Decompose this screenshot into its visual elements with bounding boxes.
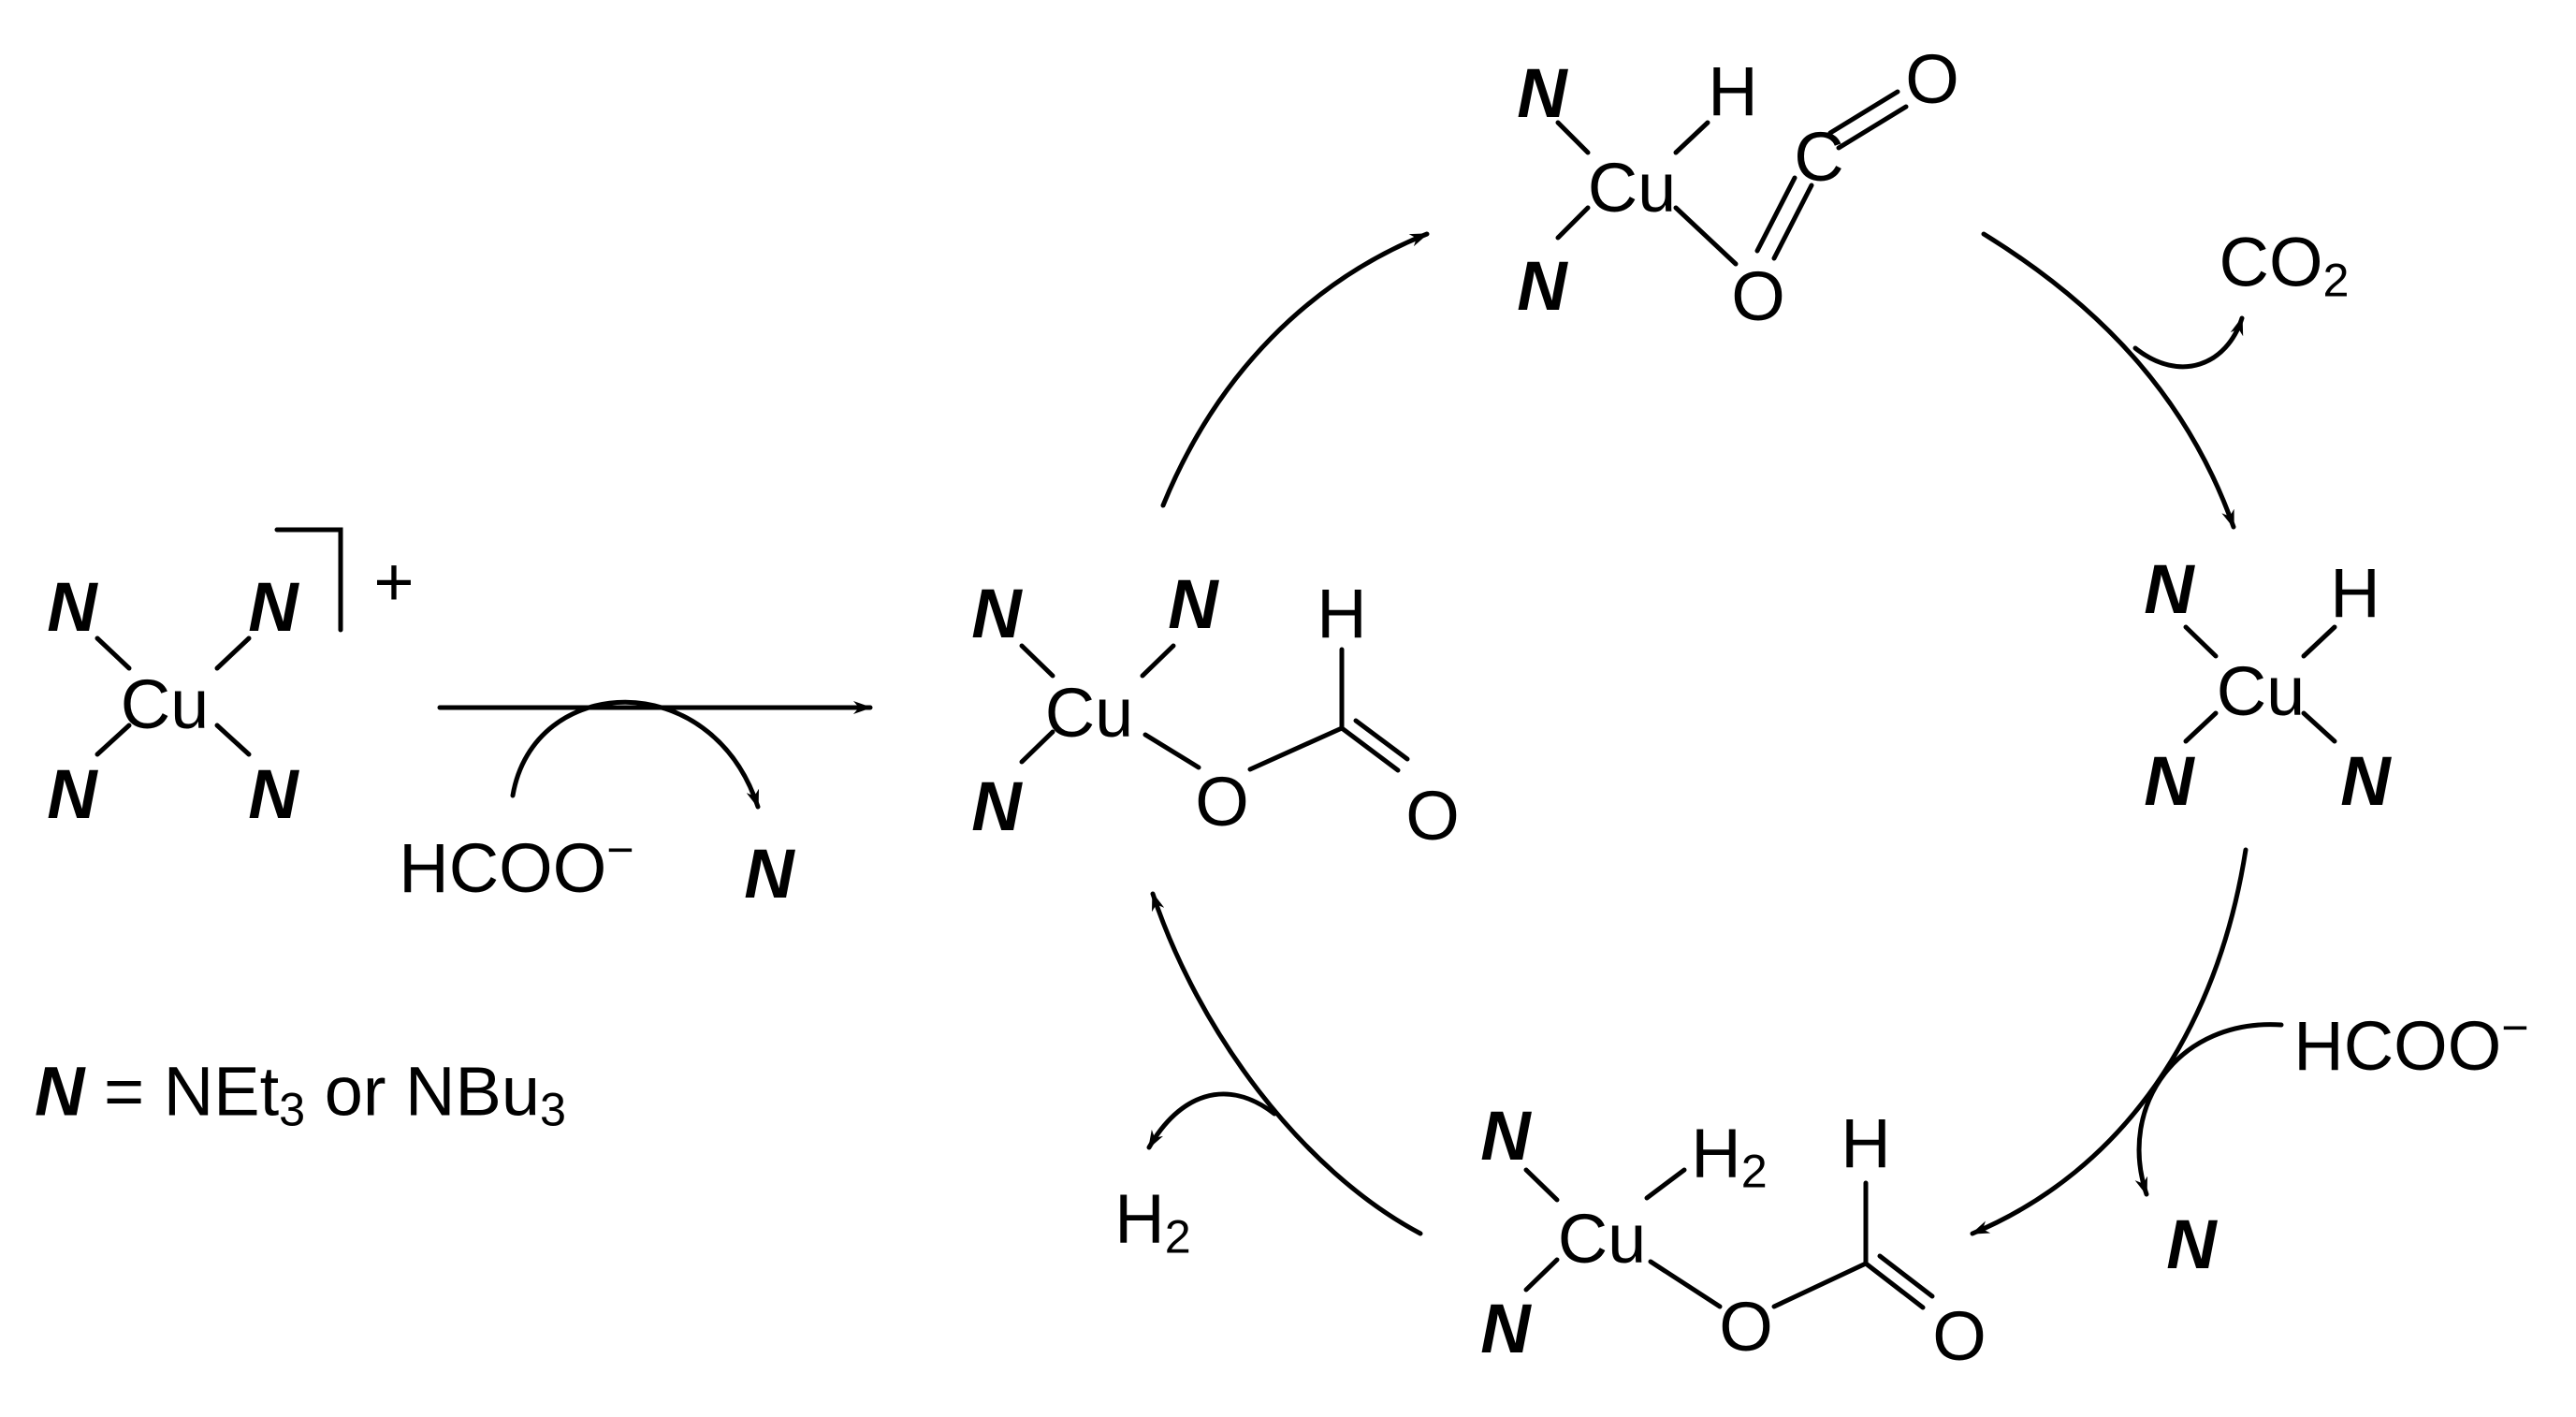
bond [1523,1257,1560,1293]
co2-release-curve-arrow [2132,315,2245,370]
bond [1019,729,1055,765]
bond [1140,643,1176,679]
bond [1673,120,1710,155]
copper-label: Cu [2216,652,2306,730]
hydrogen-label: H [2330,554,2380,632]
ligand-n-label: N [47,568,97,646]
released-n-label: N [2166,1205,2217,1283]
formate-uptake-curve-arrow [2134,1022,2284,1197]
ligand-n-label: N [971,767,1022,845]
bond [2301,710,2337,744]
hydrogen-label: H [1317,575,1367,652]
bond [1863,1261,1926,1310]
ligand-n-label: N [248,568,298,646]
released-n-label: N [744,835,794,913]
ligand-n-label: N [2340,742,2391,820]
oxygen-label: O [1719,1288,1773,1366]
bond [214,723,252,757]
oxygen-label: O [1905,40,1959,118]
bond [1648,1259,1723,1309]
bond [95,723,132,757]
copper-label: Cu [1557,1200,1647,1278]
h2-product-label: H2 [1114,1179,1191,1264]
bond [1771,1261,1869,1309]
bond [1555,120,1591,155]
bond [1353,718,1410,762]
ligand-n-label: N [971,575,1022,652]
hydrogen-label: H [1841,1104,1891,1182]
bond [1523,1167,1560,1203]
formate-in-curve-arrow [510,699,761,810]
ligand-legend: N = NEt3 or NBu3 [35,1052,566,1136]
ligand-n-label: N [2144,742,2194,820]
bond [1877,1253,1935,1299]
oxygen-label: O [1405,777,1460,855]
ligand-n-label: N [47,755,97,833]
charge-label: + [373,543,415,621]
ligand-n-label: N [1517,247,1567,325]
ligand-n-label: N [1480,1097,1531,1175]
bond [95,635,132,671]
bond [1339,725,1401,773]
bond [1836,104,1909,151]
dihydrogen-ligand-label: H2 [1691,1114,1768,1198]
hydrogen-label: H [1708,52,1758,130]
ligand-n-label: N [248,755,298,833]
ligand-n-label: N [2144,550,2194,628]
bond [1754,175,1797,254]
charge-bracket [274,527,343,633]
oxygen-label: O [1731,257,1785,335]
ligand-n-label: N [1168,565,1218,643]
oxygen-label: O [1195,763,1249,840]
carbon-label: C [1794,118,1844,196]
bond [1673,205,1739,267]
cycle-arrow-top-right [1981,231,2236,530]
copper-label: Cu [1044,674,1134,752]
bond [2183,710,2219,744]
cycle-arrow-bottom-left [1150,891,1423,1236]
bond [2301,624,2337,659]
bond [1771,183,1814,261]
formate-reagent-label: HCOO− [2293,1001,2529,1085]
cycle-arrow-top-left [1160,231,1430,508]
bond [1644,1167,1687,1201]
bond [1019,643,1055,679]
bond [1142,732,1201,770]
copper-label: Cu [120,665,210,743]
bond [2183,624,2219,659]
bond [1247,725,1345,772]
ligand-n-label: N [1517,54,1567,132]
oxygen-label: O [1932,1297,1987,1375]
bond [1555,205,1591,241]
formate-reagent-label: HCOO− [399,823,634,907]
copper-label: Cu [1587,149,1677,226]
bond [1827,89,1900,136]
h2-release-curve-arrow [1146,1091,1277,1150]
ligand-n-label: N [1480,1290,1531,1367]
bond [214,635,252,671]
co2-product-label: CO2 [2219,223,2350,307]
